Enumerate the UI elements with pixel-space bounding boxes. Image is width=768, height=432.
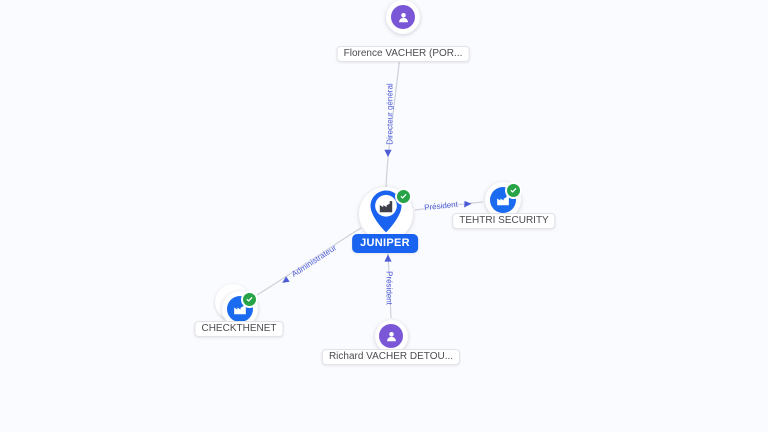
edge-label-directeur-general: Directeur général	[385, 83, 395, 145]
avatar	[386, 0, 420, 34]
verified-badge-icon	[241, 291, 258, 308]
node-label: CHECKTHENET	[194, 321, 284, 337]
edge-florence-juniper	[385, 47, 402, 189]
arrow-down-left-icon	[282, 276, 290, 283]
arrow-down-icon	[384, 149, 392, 157]
person-icon	[379, 324, 403, 348]
map-pin-icon	[367, 189, 405, 234]
verified-badge-icon	[395, 188, 412, 205]
node-label-main: JUNIPER	[352, 234, 418, 253]
node-label: Richard VACHER DETOU...	[321, 349, 461, 365]
person-icon	[391, 5, 415, 29]
company-icon	[227, 296, 253, 322]
edge-juniper-tehtri	[414, 201, 484, 211]
edge-juniper-checkthenet	[256, 227, 362, 296]
node-label: TEHTRI SECURITY	[452, 213, 556, 229]
verified-badge-icon	[505, 182, 522, 199]
avatar	[374, 319, 408, 353]
node-label: Florence VACHER (POR...	[336, 46, 470, 62]
edge-label-president-richard: Président	[384, 271, 394, 305]
avatar	[359, 187, 413, 241]
company-icon	[490, 187, 516, 213]
arrow-right-icon	[464, 200, 472, 208]
arrow-up-icon	[384, 254, 392, 262]
avatar	[485, 182, 522, 218]
factory-icon	[379, 201, 393, 213]
